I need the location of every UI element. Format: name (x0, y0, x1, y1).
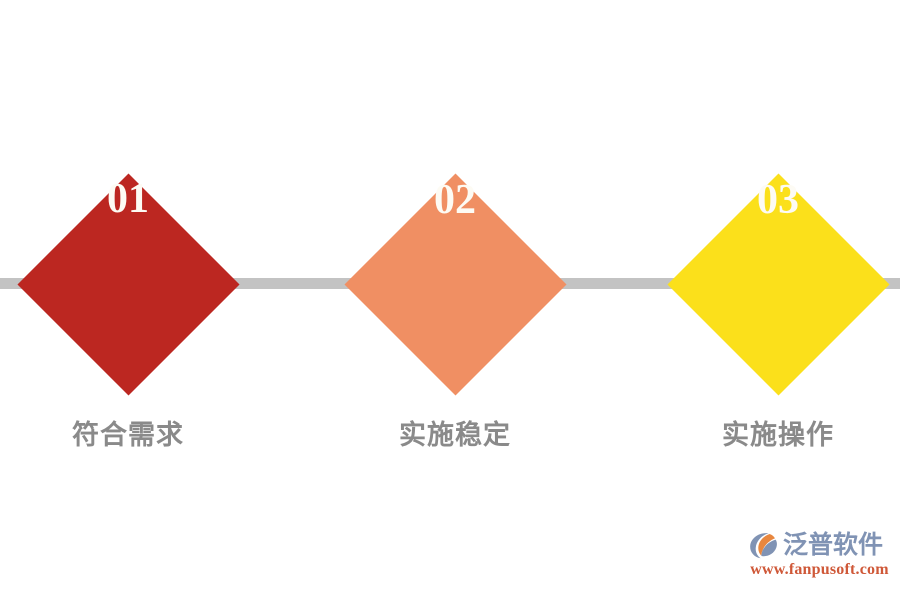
process-step-3[interactable]: 03 实施操作 (628, 0, 900, 600)
watermark-url-text: www.fanpusoft.com (750, 561, 889, 578)
step-3-number: 03 (757, 177, 799, 223)
watermark: 泛普软件 www.fanpusoft.com (748, 528, 890, 584)
step-2-number: 02 (434, 177, 476, 223)
process-step-1[interactable]: 01 符合需求 (0, 0, 278, 600)
step-3-label: 实施操作 (722, 420, 834, 450)
watermark-brand-text: 泛普软件 (783, 530, 884, 559)
step-1-number: 01 (107, 176, 149, 222)
step-2-label: 实施稳定 (399, 420, 511, 450)
fanpu-logo-icon (748, 530, 780, 560)
process-step-2[interactable]: 02 实施稳定 (305, 0, 605, 600)
watermark-brand-row: 泛普软件 (748, 528, 883, 562)
step-1-label: 符合需求 (72, 420, 184, 450)
